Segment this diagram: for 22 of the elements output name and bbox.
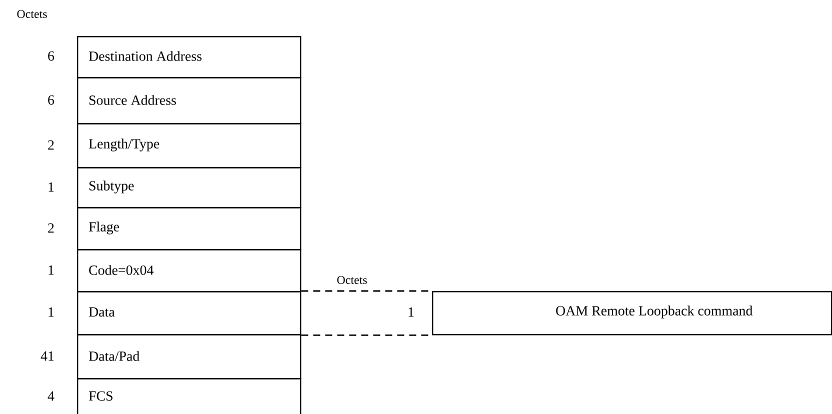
- column-heading: Octets: [337, 276, 367, 284]
- octet-count: 6: [48, 95, 54, 105]
- field-box: FCS: [77, 378, 302, 414]
- field-box: Data/Pad: [77, 334, 302, 380]
- field-box: Destination Address: [77, 36, 302, 78]
- field-box: Length/Type: [77, 123, 302, 168]
- column-heading: Octets: [17, 10, 47, 18]
- field-box: Data: [77, 291, 302, 336]
- field-box: Subtype: [77, 167, 302, 208]
- octet-count: 4: [48, 391, 54, 401]
- octet-count: 6: [48, 51, 54, 61]
- expansion-box: OAM Remote Loopback command: [432, 291, 832, 336]
- octet-count: 1: [48, 182, 54, 192]
- octet-count: 2: [48, 140, 54, 150]
- octet-count: 2: [48, 223, 54, 233]
- field-box: Flage: [77, 207, 302, 250]
- field-box: Code=0x04: [77, 249, 302, 292]
- octet-count: 1: [408, 307, 414, 317]
- octet-count: 1: [48, 307, 54, 317]
- field-box: Source Address: [77, 77, 302, 124]
- octet-count: 1: [48, 265, 54, 275]
- octet-count: 41: [40, 351, 54, 361]
